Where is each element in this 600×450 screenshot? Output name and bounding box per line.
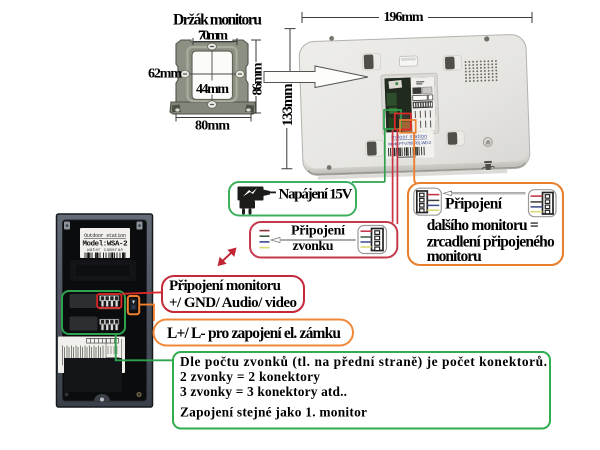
svg-text:62mm: 62mm bbox=[148, 67, 182, 82]
svg-text:Model:PT-V700-R01-WD-2: Model:PT-V700-R01-WD-2 bbox=[388, 140, 432, 147]
svg-text:Zapojení stejné jako 1. monito: Zapojení stejné jako 1. monitor bbox=[180, 405, 367, 420]
svg-text:2 zvonky = 2 konektory: 2 zvonky = 2 konektory bbox=[180, 369, 320, 384]
svg-text:L+/ L- pro zapojení el. zámku: L+/ L- pro zapojení el. zámku bbox=[167, 325, 341, 342]
svg-text:Indoor station: Indoor station bbox=[391, 134, 427, 141]
svg-text:Držák monitoru: Držák monitoru bbox=[173, 12, 262, 29]
svg-text:monitoru: monitoru bbox=[427, 248, 482, 265]
svg-text:86mm: 86mm bbox=[251, 62, 266, 95]
svg-text:zvonku: zvonku bbox=[293, 239, 334, 254]
svg-text:Model:WSA-2: Model:WSA-2 bbox=[83, 241, 128, 249]
svg-text:Připojení monitoru: Připojení monitoru bbox=[169, 278, 281, 294]
svg-text:zrcadlení připojeného: zrcadlení připojeného bbox=[427, 234, 555, 251]
svg-text:water cameraA: water cameraA bbox=[87, 248, 123, 253]
svg-text:Připojení: Připojení bbox=[291, 224, 346, 239]
svg-text:Napájení 15V: Napájení 15V bbox=[279, 187, 353, 203]
svg-text:44mm: 44mm bbox=[196, 82, 229, 97]
svg-text:Připojení: Připojení bbox=[445, 196, 503, 213]
svg-text:+/ GND/ Audio/ video: +/ GND/ Audio/ video bbox=[169, 295, 297, 311]
svg-text:Outdoor station: Outdoor station bbox=[84, 233, 126, 239]
svg-text:Dle počtu zvonků (tl. na předn: Dle počtu zvonků (tl. na přední straně) … bbox=[180, 354, 547, 369]
svg-text:133mm: 133mm bbox=[280, 83, 296, 127]
svg-text:196mm: 196mm bbox=[384, 10, 424, 25]
svg-text:3 zvonky = 3 konektory atd..: 3 zvonky = 3 konektory atd.. bbox=[180, 384, 347, 399]
svg-text:70mm: 70mm bbox=[198, 29, 228, 44]
svg-text:dalšího monitoru =: dalšího monitoru = bbox=[427, 217, 539, 234]
svg-text:80mm: 80mm bbox=[195, 119, 230, 134]
